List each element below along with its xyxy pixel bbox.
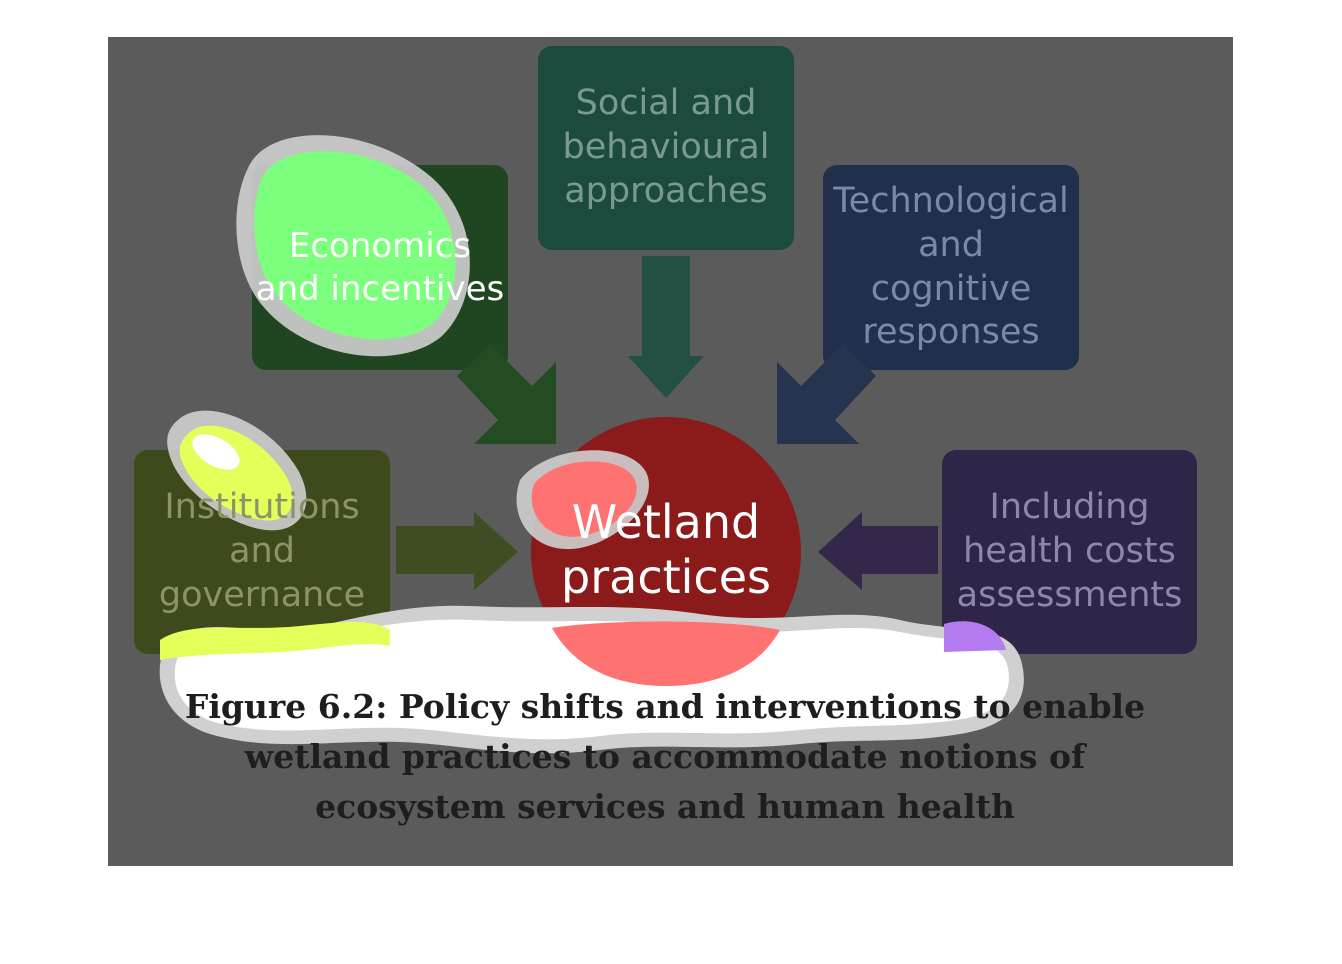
box-economics-label: Economics and incentives (255, 226, 505, 309)
box-social-label: Social and behavioural approaches (562, 83, 770, 211)
arrow-social-to-center (628, 256, 704, 398)
arrow-health-to-center (818, 512, 938, 590)
arrow-technological-to-center (777, 344, 876, 444)
highlight-institutions-glint (192, 434, 240, 470)
box-technological (823, 165, 1079, 370)
arrow-economics-to-center (457, 344, 556, 444)
highlight-center (531, 461, 637, 537)
box-health-label: Including health costs assessments (956, 487, 1183, 615)
center-label: Wetland practices (561, 494, 771, 604)
highlight-caption (174, 619, 1009, 740)
arrow-institutions-to-center (396, 512, 518, 590)
highlight-health-bottom (944, 621, 1006, 652)
box-technological-label: Technological and cognitive responses (833, 181, 1069, 353)
box-institutions-label: Institutions and governance (158, 487, 366, 615)
highlight-institutions-bottom (160, 622, 390, 660)
box-health (942, 450, 1197, 654)
box-institutions (134, 450, 390, 654)
highlight-center-bottom (552, 621, 780, 686)
figure-caption: Figure 6.2: Policy shifts and interventi… (184, 687, 1146, 826)
box-social (538, 46, 794, 250)
highlight-economics (254, 151, 456, 340)
